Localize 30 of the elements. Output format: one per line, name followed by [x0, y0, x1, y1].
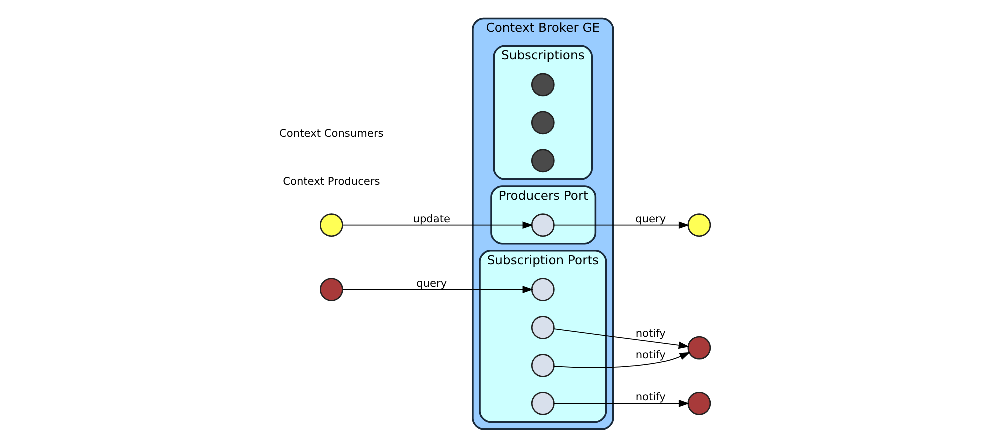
edge-label: query: [636, 213, 666, 226]
arrow: [342, 286, 534, 294]
node-circle: [320, 214, 344, 238]
cluster: Subscription Ports: [479, 250, 608, 424]
node-circle: [531, 214, 555, 238]
edge-label: update: [413, 213, 451, 226]
node-circle: [531, 354, 555, 378]
edge-label: notify: [636, 349, 666, 362]
edge-label: query: [416, 278, 448, 290]
arrow: [554, 352, 690, 368]
node-circle: [531, 316, 555, 340]
node-circle: [688, 392, 712, 416]
edge-label: notify: [636, 392, 666, 404]
arrow: [342, 222, 534, 230]
label: Context Producers: [283, 176, 380, 188]
arrow: [554, 222, 690, 230]
edge-label: notify: [636, 328, 666, 340]
node-circle: [320, 278, 344, 302]
arrow: [554, 400, 690, 408]
cluster: Subscriptions: [493, 45, 594, 180]
node-circle: [531, 278, 555, 302]
cluster: Producers Port: [490, 186, 597, 245]
node-circle: [688, 214, 712, 238]
arrow: [554, 328, 690, 350]
node-circle: [531, 111, 555, 135]
label: Context Consumers: [280, 128, 384, 140]
node-circle: [531, 392, 555, 416]
node-circle: [531, 149, 555, 173]
node-circle: [688, 336, 712, 360]
node-circle: [531, 73, 555, 97]
